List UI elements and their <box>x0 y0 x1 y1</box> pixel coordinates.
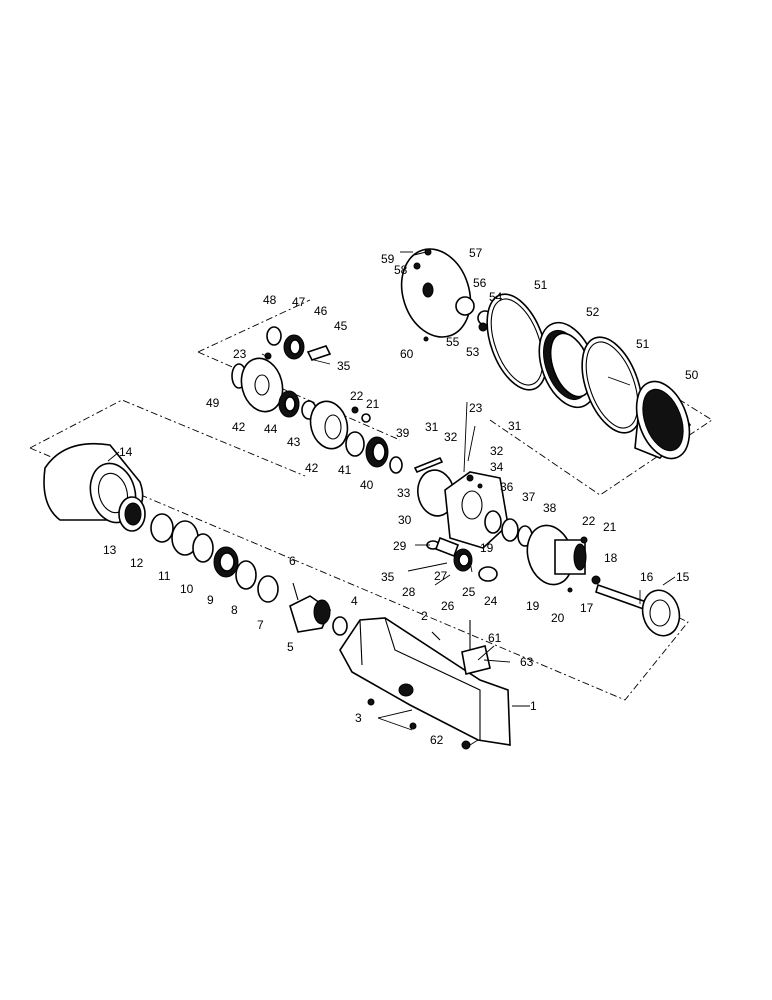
callout-12: 12 <box>130 556 144 570</box>
callout-1: 1 <box>530 699 537 713</box>
callout-20: 20 <box>551 611 565 625</box>
needle-bearing-44 <box>278 390 300 418</box>
callout-60: 60 <box>400 347 414 361</box>
callout-51b: 51 <box>636 337 650 351</box>
callout-31b: 31 <box>508 419 522 433</box>
callout-26: 26 <box>441 599 455 613</box>
callout-35a: 35 <box>337 359 351 373</box>
callout-63: 63 <box>520 655 534 669</box>
bearing-9 <box>213 546 239 578</box>
callout-42a: 42 <box>232 420 246 434</box>
callout-29: 29 <box>393 539 407 553</box>
callout-57: 57 <box>469 246 483 260</box>
hub-19 <box>526 524 587 586</box>
callout-23a: 23 <box>233 347 247 361</box>
callout-35b: 35 <box>381 570 395 584</box>
callout-17: 17 <box>580 601 594 615</box>
callout-21b: 21 <box>603 520 617 534</box>
planet-carrier-lower <box>309 400 349 450</box>
planet-carrier-main <box>444 471 509 549</box>
callout-50: 50 <box>685 368 699 382</box>
callout-5: 5 <box>287 640 294 654</box>
callout-39: 39 <box>396 426 410 440</box>
callout-40: 40 <box>360 478 374 492</box>
callout-34: 34 <box>490 460 504 474</box>
lower-hub-group <box>43 442 348 636</box>
bearing-13 <box>118 496 146 532</box>
callout-16: 16 <box>640 570 654 584</box>
callout-23b: 23 <box>469 401 483 415</box>
callout-21a: 21 <box>366 397 380 411</box>
callout-45: 45 <box>334 319 348 333</box>
callout-32b: 32 <box>490 444 504 458</box>
callout-11: 11 <box>158 569 171 583</box>
callout-4: 4 <box>351 594 358 608</box>
callout-46: 46 <box>314 304 328 318</box>
upper-planetary-group <box>400 248 692 460</box>
callout-56: 56 <box>473 276 487 290</box>
callout-47: 47 <box>292 295 306 309</box>
callout-7: 7 <box>257 618 264 632</box>
ring-gear <box>538 321 598 409</box>
callout-3: 3 <box>355 711 362 725</box>
callout-15: 15 <box>676 570 690 584</box>
callout-58: 58 <box>394 263 408 277</box>
planet-carrier-upper <box>240 352 284 413</box>
callout-36: 36 <box>500 480 514 494</box>
callout-31a: 31 <box>425 420 439 434</box>
screws-57-60 <box>413 248 432 342</box>
callout-30: 30 <box>398 513 412 527</box>
callout-24: 24 <box>484 594 498 608</box>
callout-13: 13 <box>103 543 117 557</box>
callout-48: 48 <box>263 293 277 307</box>
callout-2: 2 <box>421 609 428 623</box>
callout-32a: 32 <box>444 430 458 444</box>
callout-52: 52 <box>586 305 600 319</box>
callout-51a: 51 <box>534 278 548 292</box>
wheel-hub <box>43 442 144 524</box>
rear-cover <box>400 248 472 338</box>
spindle-5 <box>289 582 331 633</box>
callout-55: 55 <box>446 335 460 349</box>
callout-27: 27 <box>434 569 448 583</box>
right-hub-group <box>426 524 681 637</box>
callout-38: 38 <box>543 501 557 515</box>
callout-59: 59 <box>381 252 395 266</box>
callout-19b: 19 <box>526 599 540 613</box>
callout-18: 18 <box>604 551 618 565</box>
callout-9: 9 <box>207 593 214 607</box>
callout-53: 53 <box>466 345 480 359</box>
callout-14: 14 <box>119 445 133 459</box>
callout-44: 44 <box>264 422 278 436</box>
callout-62: 62 <box>430 733 444 747</box>
planet-gear-26 <box>453 548 473 572</box>
sun-gear-40 <box>365 436 389 468</box>
callout-41: 41 <box>338 463 352 477</box>
callout-25: 25 <box>462 585 476 599</box>
callout-49: 49 <box>206 396 220 410</box>
callout-leaders <box>107 251 676 746</box>
axle-housing <box>339 617 511 750</box>
middle-planetary-group <box>231 326 533 549</box>
callout-61: 61 <box>488 631 502 645</box>
outer-ring <box>634 380 692 460</box>
callout-19a: 19 <box>480 541 494 555</box>
callout-54: 54 <box>489 290 503 304</box>
pin-27-29 <box>426 536 460 558</box>
callout-22b: 22 <box>582 514 596 528</box>
callout-42b: 42 <box>305 461 319 475</box>
callout-37: 37 <box>522 490 536 504</box>
callout-10: 10 <box>180 582 194 596</box>
callout-6: 6 <box>289 554 296 568</box>
callout-22a: 22 <box>350 389 364 403</box>
callout-labels: 1 2 3 4 5 6 7 8 9 10 11 12 13 14 15 16 1… <box>103 246 699 747</box>
callout-33: 33 <box>397 486 411 500</box>
callout-43: 43 <box>287 435 301 449</box>
callout-8: 8 <box>231 603 238 617</box>
drive-shaft-16 <box>595 583 681 637</box>
callout-28: 28 <box>402 585 416 599</box>
planet-gear-47 <box>283 334 305 360</box>
